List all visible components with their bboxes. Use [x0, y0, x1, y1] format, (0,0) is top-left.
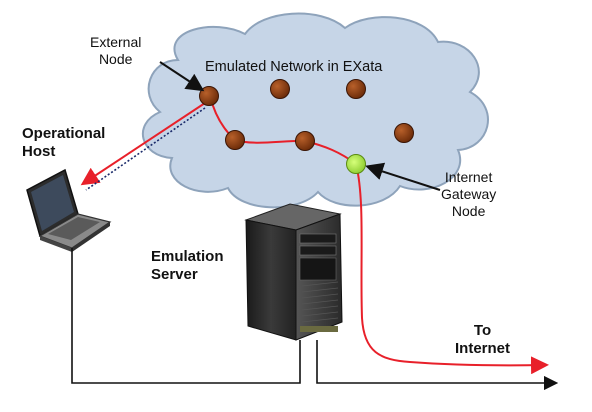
emulated-network-cloud	[141, 12, 489, 209]
host-to-server-cable	[71, 248, 301, 384]
network-node	[270, 79, 290, 99]
network-node	[295, 131, 315, 151]
server-tower-icon	[244, 203, 343, 341]
laptop-icon	[26, 168, 112, 252]
emulation-server-label: Emulation Server	[151, 248, 224, 283]
internet-gateway-label: Internet Gateway Node	[441, 169, 497, 219]
operational-host-label: Operational Host	[22, 125, 106, 160]
host-to-external-dotted-link	[85, 107, 206, 191]
server-to-internet-cable	[316, 340, 559, 391]
internet-gateway-node	[346, 154, 366, 174]
gateway-node-pointer	[365, 162, 441, 191]
external-node-label: External Node	[90, 34, 142, 67]
cloud-title: Emulated Network in EXata	[205, 59, 383, 75]
network-node	[394, 123, 414, 143]
external-node-pointer	[159, 61, 205, 92]
external-node	[199, 86, 219, 106]
external-to-host-arrow	[80, 102, 206, 186]
to-internet-label: To Internet	[455, 322, 511, 357]
network-node	[346, 79, 366, 99]
network-node	[225, 130, 245, 150]
